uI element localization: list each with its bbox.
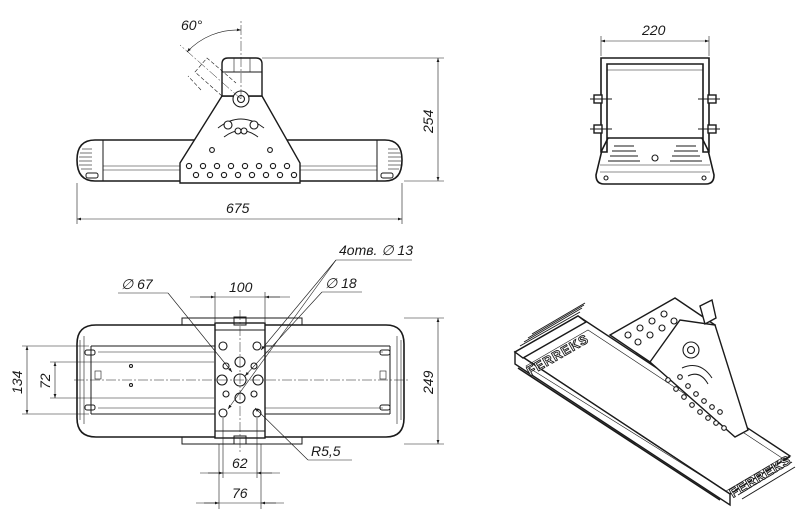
height-254-label: 254: [420, 109, 436, 134]
front-pipe-clamp: [221, 57, 263, 97]
front-view: 60° 254 675: [76, 17, 444, 224]
iso-right-cap: [734, 456, 796, 500]
front-left-fins: [79, 148, 92, 170]
isometric-view: FERREKS FERREKS: [513, 297, 796, 507]
iso-left-cap: [513, 302, 588, 359]
front-bracket-plate: [179, 95, 301, 184]
front-body-outline: [76, 139, 403, 182]
iso-side-bracket: [649, 319, 749, 438]
length-675-label: 675: [226, 200, 250, 216]
dim-72-label: 72: [37, 373, 53, 389]
dia-67-label: ∅ 67: [121, 276, 154, 292]
dim-249-label: 249: [420, 370, 436, 395]
width-220-label: 220: [641, 22, 666, 38]
iso-bracket-holes: [665, 374, 727, 431]
radius-label: R5,5: [311, 443, 341, 459]
front-bracket-holes: [185, 147, 298, 179]
dim-76-label: 76: [232, 485, 248, 501]
angle-label: 60°: [181, 17, 203, 33]
plan-view: 100 ∅ 67 4отв. ∅ 13 ∅ 18 R5,5 134 72 249: [9, 242, 444, 509]
iso-front-face: [514, 350, 731, 507]
front-tilted-clamp: [179, 20, 242, 100]
plan-body-outline: [76, 324, 405, 438]
side-housing: [595, 137, 715, 185]
side-bolts: [590, 94, 720, 134]
plan-end-ribs: [79, 336, 402, 424]
dim-62-label: 62: [232, 455, 248, 471]
dim-134-label: 134: [9, 370, 25, 394]
side-u-bracket: [600, 57, 710, 153]
front-right-fins: [388, 148, 401, 170]
dia-18-label: ∅ 18: [325, 275, 357, 291]
iso-plate-holes: [624, 310, 678, 346]
side-fins: [608, 145, 702, 162]
dim-100-label: 100: [229, 279, 253, 295]
side-view: 220: [590, 22, 720, 185]
holes-label: 4отв. ∅ 13: [339, 242, 413, 258]
